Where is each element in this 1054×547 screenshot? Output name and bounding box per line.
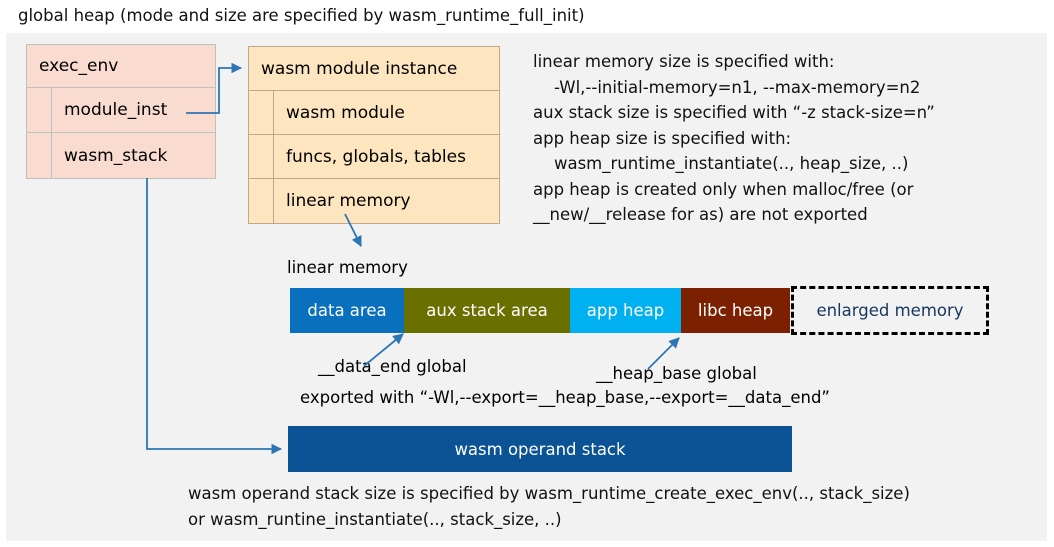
module-instance-field-linear-memory-label: linear memory: [286, 191, 411, 211]
exec-env-field-module-inst: module_inst: [26, 87, 216, 133]
memory-segment-aux-stack-area: aux stack area: [404, 288, 570, 333]
indent-cell: [249, 91, 274, 134]
wasm-operand-stack-bar: wasm operand stack: [288, 426, 792, 472]
module-instance-field-funcs-globals-tables: funcs, globals, tables: [248, 134, 500, 179]
module-instance-header-label: wasm module instance: [261, 58, 458, 79]
module-instance-field-wasm-module-label: wasm module: [286, 102, 405, 123]
exec-env-field-wasm-stack-label: wasm_stack: [64, 145, 168, 166]
operand-stack-description-text: wasm operand stack size is specified by …: [188, 484, 910, 529]
module-instance-field-funcs-globals-tables-label: funcs, globals, tables: [286, 146, 466, 167]
exec-env-field-wasm-stack: wasm_stack: [26, 132, 216, 179]
exec-env-field-module-inst-label: module_inst: [64, 100, 168, 120]
indent-cell: [27, 88, 52, 132]
memory-segment-app-heap: app heap: [570, 288, 681, 333]
module-instance-field-wasm-module: wasm module: [248, 90, 500, 135]
memory-segment-data-area: data area: [290, 288, 404, 333]
indent-cell: [249, 135, 274, 178]
linear-memory-strip: data area aux stack area app heap libc h…: [290, 286, 989, 335]
exec-env-header: exec_env: [26, 44, 216, 88]
annotation-data-end: __data_end global: [318, 357, 467, 376]
indent-cell: [27, 133, 52, 178]
annotation-exported-with: exported with “-Wl,--export=__heap_base,…: [300, 388, 830, 407]
wasm-module-instance-box: wasm module instance wasm module funcs, …: [248, 46, 500, 224]
module-instance-field-linear-memory: linear memory: [248, 178, 500, 224]
module-instance-header: wasm module instance: [248, 46, 500, 91]
linear-memory-description-text: linear memory size is specified with: -W…: [533, 52, 935, 224]
memory-segment-libc-heap: libc heap: [681, 288, 790, 333]
linear-memory-strip-label: linear memory: [287, 258, 408, 277]
indent-cell: [249, 179, 274, 223]
annotation-heap-base: __heap_base global: [596, 364, 757, 383]
page-title: global heap (mode and size are specified…: [18, 6, 585, 25]
exec-env-header-label: exec_env: [39, 56, 119, 76]
exec-env-box: exec_env module_inst wasm_stack: [26, 44, 216, 180]
memory-segment-enlarged-memory: enlarged memory: [791, 286, 989, 335]
